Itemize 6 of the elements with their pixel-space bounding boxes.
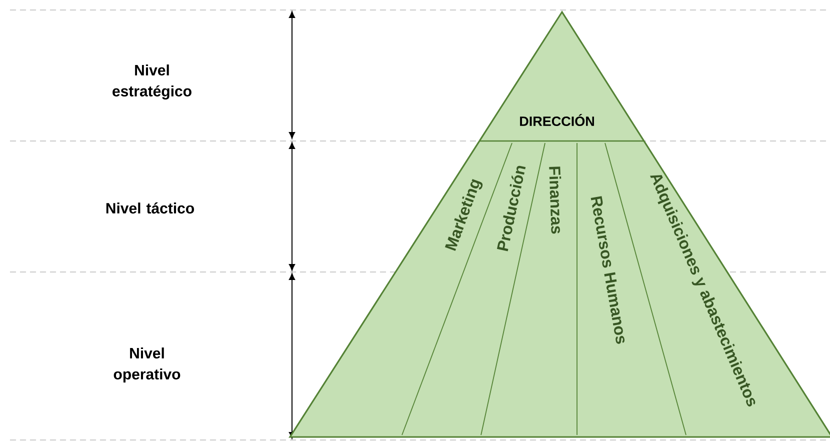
level-label: Nivel operativo <box>114 348 180 382</box>
department-label: Finanzas <box>549 166 562 234</box>
level-label: Nivel estratégico <box>112 64 192 100</box>
department-label: Recursos Humanos <box>590 196 625 344</box>
heading-text: DIRECCIÓN <box>520 114 594 126</box>
level-label: Nivel táctico <box>106 202 194 214</box>
